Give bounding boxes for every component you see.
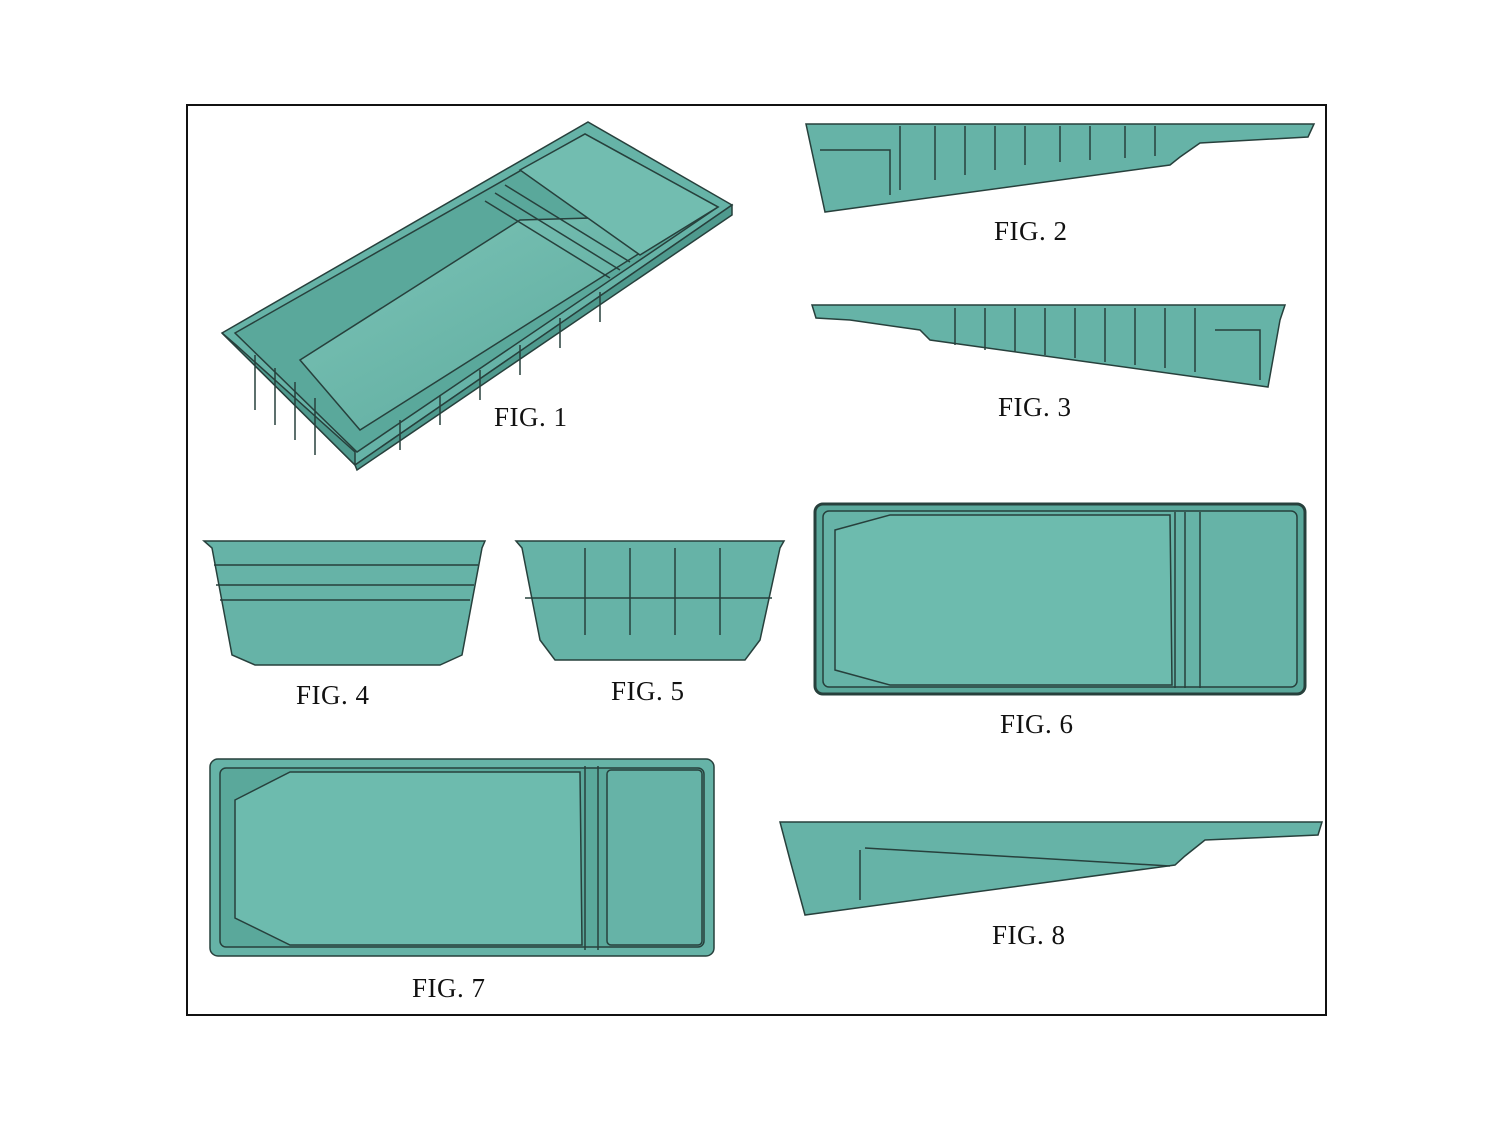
fig4-pool-end-elevation [202,540,487,666]
fig7-pool-bottom-plan [209,758,715,957]
fig2-caption: FIG. 2 [994,216,1068,246]
fig8-pool-sectional-side [779,821,1324,916]
fig5-pool-end-elevation [514,540,786,661]
fig5-caption: FIG. 5 [611,676,685,706]
fig1-pool-perspective [220,121,734,472]
fig8-caption: FIG. 8 [992,920,1066,950]
fig1-caption: FIG. 1 [494,402,568,432]
fig3-pool-side-elevation [810,304,1287,388]
drawing-sheet-frame [186,104,1327,1016]
fig2-pool-side-elevation [805,123,1316,213]
fig6-pool-top-plan [813,502,1307,696]
fig7-caption: FIG. 7 [412,973,486,1003]
fig6-caption: FIG. 6 [1000,709,1074,739]
fig4-caption: FIG. 4 [296,680,370,710]
fig3-caption: FIG. 3 [998,392,1072,422]
